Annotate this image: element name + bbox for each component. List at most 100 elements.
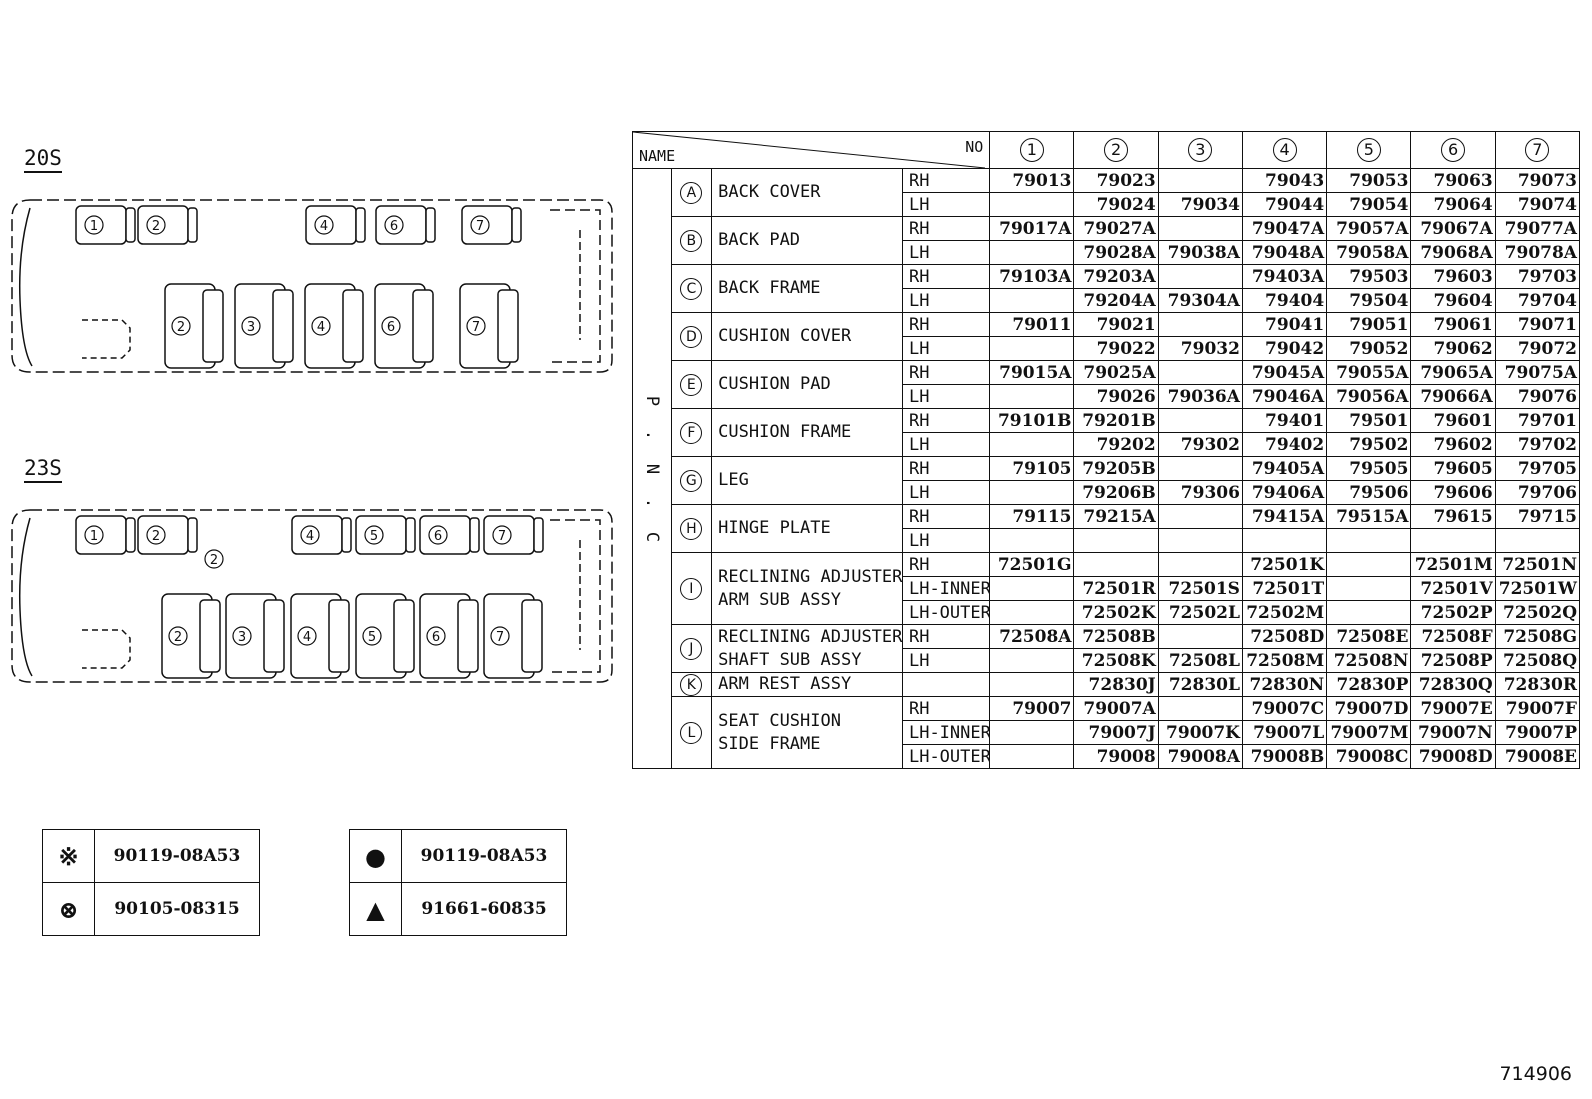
part-number-cell: 79053 bbox=[1326, 168, 1412, 193]
part-number-cell: 72830L bbox=[1157, 672, 1243, 697]
part-number-cell: 79071 bbox=[1494, 312, 1581, 337]
column-header-1: 1 bbox=[989, 131, 1075, 169]
part-number-cell: 79007J bbox=[1073, 720, 1159, 745]
seat-lower: 7 bbox=[459, 283, 519, 369]
table-header-name-no: NAME NO bbox=[631, 131, 991, 169]
side-label: RH bbox=[901, 624, 991, 649]
part-number-cell: 72501K bbox=[1241, 552, 1328, 577]
seat-upper: 7 bbox=[483, 515, 544, 555]
part-number-cell: 79064 bbox=[1410, 192, 1496, 217]
part-number-cell: 79048A bbox=[1241, 240, 1328, 265]
part-number-cell: 79406A bbox=[1241, 480, 1328, 505]
part-number-cell: 79038A bbox=[1157, 240, 1243, 265]
part-name: CUSHION COVER bbox=[711, 312, 903, 361]
side-label: LH-OUTER bbox=[901, 600, 991, 625]
part-name-line: BACK COVER bbox=[718, 182, 821, 202]
part-number-cell: 79045A bbox=[1241, 360, 1328, 385]
seat-number: 3 bbox=[238, 630, 246, 645]
part-number-cell: 79068A bbox=[1410, 240, 1496, 265]
part-number-cell: 79027A bbox=[1073, 216, 1159, 241]
part-letter: A bbox=[670, 168, 713, 217]
part-number-cell: 79008D bbox=[1410, 744, 1496, 769]
part-number-cell: 79008A bbox=[1157, 744, 1243, 769]
part-number-cell: 72830R bbox=[1494, 672, 1581, 697]
part-number-cell bbox=[1157, 360, 1243, 385]
pnc-label: P.N.C bbox=[632, 168, 672, 769]
part-number-cell: 79703 bbox=[1494, 264, 1581, 289]
part-number-cell: 72508B bbox=[1073, 624, 1159, 649]
part-number-cell: 72508A bbox=[989, 624, 1075, 649]
part-number-cell bbox=[1073, 552, 1159, 577]
part-number-cell: 79007A bbox=[1073, 696, 1159, 721]
part-number-cell: 79007F bbox=[1494, 696, 1581, 721]
part-number-cell: 79057A bbox=[1326, 216, 1412, 241]
part-number-cell: 79605 bbox=[1410, 456, 1496, 481]
part-number-cell: 79044 bbox=[1241, 192, 1328, 217]
side-label: RH bbox=[901, 552, 991, 577]
part-name: CUSHION PAD bbox=[711, 360, 903, 409]
part-number-cell: 79055A bbox=[1326, 360, 1412, 385]
part-number-cell bbox=[989, 480, 1075, 505]
part-number-cell bbox=[989, 288, 1075, 313]
seat-number: 2 bbox=[177, 320, 185, 335]
part-number-cell: 79403A bbox=[1241, 264, 1328, 289]
seat-lower: 3 bbox=[225, 593, 285, 679]
part-number-cell: 72830Q bbox=[1410, 672, 1496, 697]
part-number-cell: 79022 bbox=[1073, 336, 1159, 361]
filled-triangle-icon: ▲ bbox=[349, 882, 402, 936]
part-number-cell: 79505 bbox=[1326, 456, 1412, 481]
part-number-cell bbox=[1157, 552, 1243, 577]
part-number-cell: 72501R bbox=[1073, 576, 1159, 601]
part-number-cell bbox=[989, 648, 1075, 673]
part-number-cell: 79013 bbox=[989, 168, 1075, 193]
layout-label-23s: 23S bbox=[24, 456, 62, 483]
part-number-cell: 72830P bbox=[1326, 672, 1412, 697]
part-number-cell: 79101B bbox=[989, 408, 1075, 433]
part-number-cell: 79701 bbox=[1494, 408, 1581, 433]
part-number-cell: 72830N bbox=[1241, 672, 1328, 697]
part-name-line: RECLINING ADJUSTER bbox=[718, 626, 903, 647]
part-number-cell bbox=[1157, 456, 1243, 481]
seat-upper: 7 bbox=[461, 205, 522, 245]
part-number-cell: 72501T bbox=[1241, 576, 1328, 601]
side-label: RH bbox=[901, 312, 991, 337]
part-number-cell: 79205B bbox=[1073, 456, 1159, 481]
part-name-line: SHAFT SUB ASSY bbox=[718, 649, 862, 670]
header-name-label: NAME bbox=[639, 147, 676, 165]
part-number-cell: 79046A bbox=[1241, 384, 1328, 409]
part-number-cell: 79304A bbox=[1157, 288, 1243, 313]
part-number-cell: 72502L bbox=[1157, 600, 1243, 625]
part-number-cell bbox=[989, 720, 1075, 745]
part-number-cell: 72502K bbox=[1073, 600, 1159, 625]
part-number-cell: 72501W bbox=[1494, 576, 1581, 601]
part-number-cell: 79047A bbox=[1241, 216, 1328, 241]
part-number-cell: 79008 bbox=[1073, 744, 1159, 769]
side-label: LH bbox=[901, 240, 991, 265]
side-label: RH bbox=[901, 408, 991, 433]
part-number-cell bbox=[1157, 312, 1243, 337]
part-number-cell bbox=[1073, 528, 1159, 553]
side-label: RH bbox=[901, 456, 991, 481]
part-number-cell: 79065A bbox=[1410, 360, 1496, 385]
part-number-cell: 79008C bbox=[1326, 744, 1412, 769]
part-number-cell bbox=[1157, 216, 1243, 241]
aisle-seat-marker bbox=[204, 549, 224, 569]
part-number-cell: 79202 bbox=[1073, 432, 1159, 457]
side-label: RH bbox=[901, 360, 991, 385]
part-number-cell: 72508D bbox=[1241, 624, 1328, 649]
part-name-line: ARM REST ASSY bbox=[718, 674, 852, 694]
side-label: LH bbox=[901, 432, 991, 457]
part-number-cell: 79601 bbox=[1410, 408, 1496, 433]
side-label: LH-INNER bbox=[901, 576, 991, 601]
legend-table-right: ● 90119-08A53 ▲ 91661-60835 bbox=[349, 829, 567, 936]
part-number-cell: 79007N bbox=[1410, 720, 1496, 745]
part-number-cell: 79074 bbox=[1494, 192, 1581, 217]
